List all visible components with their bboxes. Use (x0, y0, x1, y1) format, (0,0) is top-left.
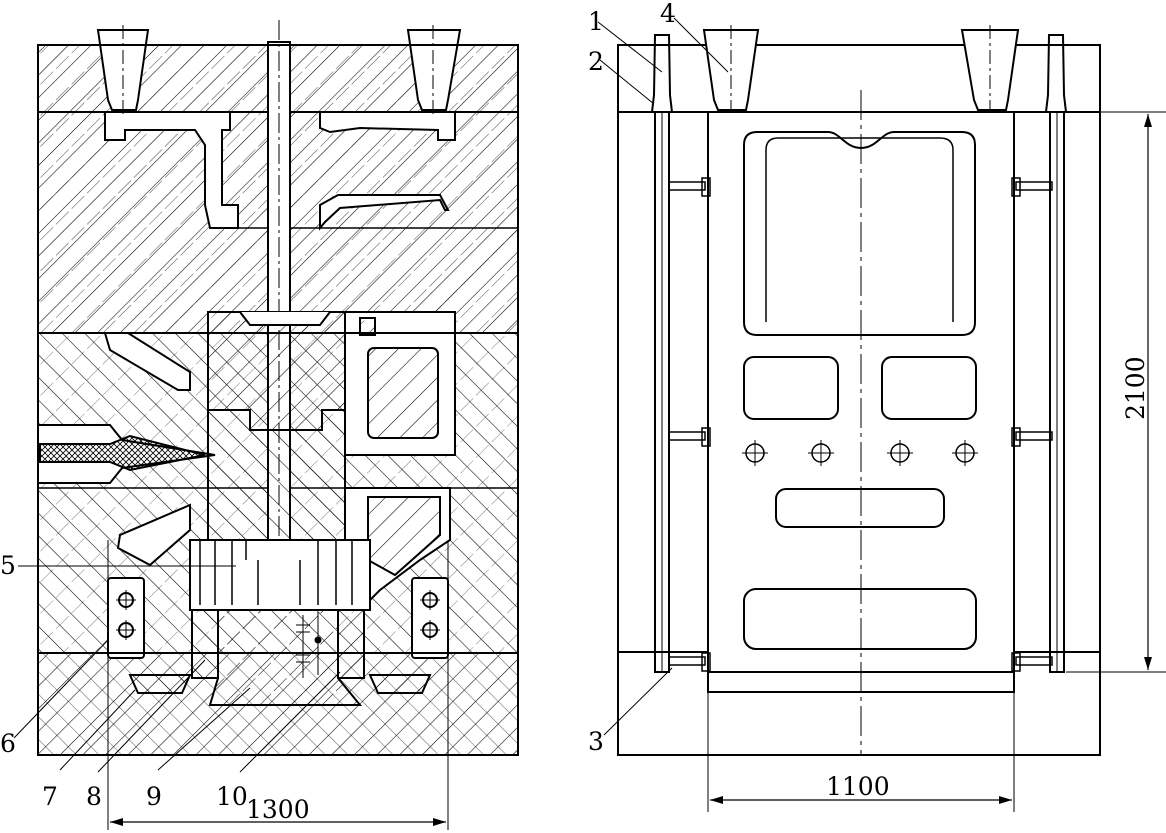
mid-window-left (743, 356, 839, 420)
callout-labels: 1 2 3 4 5 6 7 8 9 10 1300 1100 2100 (0, 0, 1150, 824)
leader-6 (13, 639, 109, 739)
outer-frame (617, 44, 1101, 756)
mid-slot (775, 488, 945, 528)
sprue-right (406, 29, 462, 111)
top-runner-right (319, 111, 456, 141)
dim-text-1300: 1300 (246, 795, 310, 824)
leader-10 (239, 671, 341, 773)
leader-7 (59, 689, 136, 771)
leader-2 (599, 59, 655, 105)
block-8 (191, 609, 219, 679)
bottom-casting (208, 609, 363, 706)
callout-4: 4 (660, 0, 676, 28)
leader-8 (97, 659, 206, 773)
leader-9 (157, 687, 251, 771)
top-runner-left (104, 111, 239, 229)
bottom-slot (743, 588, 977, 650)
leader-3 (603, 667, 673, 736)
base-pad-left (128, 674, 192, 694)
callout-7: 7 (42, 782, 58, 811)
callout-9: 9 (146, 782, 162, 811)
upper-channel (319, 194, 450, 231)
callout-5: 5 (0, 551, 16, 580)
leader-4 (673, 17, 729, 73)
lower-central-body (207, 409, 346, 541)
callout-3: 3 (588, 727, 604, 756)
dim-text-2100: 2100 (1121, 356, 1150, 420)
callout-1: 1 (588, 7, 604, 36)
bottom-ribs (189, 539, 371, 611)
top-window (743, 131, 976, 336)
section-view (13, 20, 519, 830)
callout-6: 6 (0, 729, 16, 758)
dim-text-1100: 1100 (826, 772, 890, 801)
plan-view (597, 17, 1166, 812)
inclined-channel-lower (116, 503, 191, 567)
callout-8: 8 (86, 782, 102, 811)
base-pad-right (368, 674, 432, 694)
leader-1 (597, 21, 663, 73)
block-10 (337, 609, 365, 679)
callout-2: 2 (588, 47, 604, 76)
callout-10: 10 (216, 782, 248, 811)
mid-window-right (881, 356, 977, 420)
